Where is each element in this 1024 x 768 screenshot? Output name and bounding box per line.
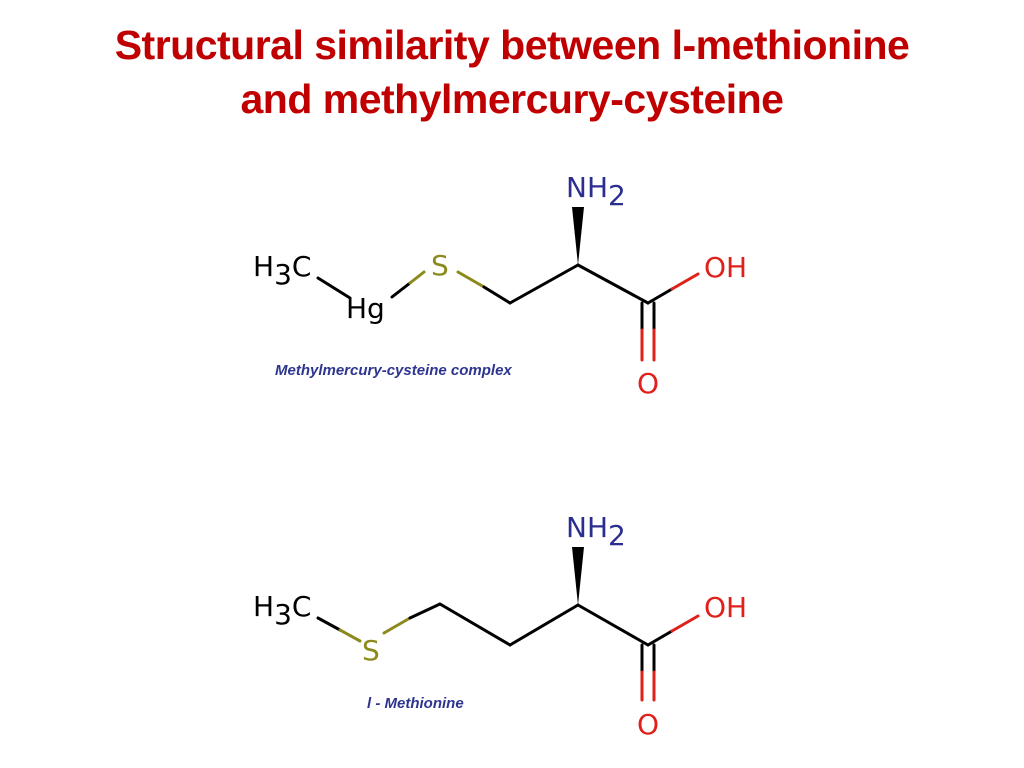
bond-carboxyl-hydroxyl xyxy=(646,629,674,647)
bond-carboxyl-hydroxyl xyxy=(646,287,674,305)
molecule-caption: l - Methionine xyxy=(367,695,464,712)
slide-title: Structural similarity between l-methioni… xyxy=(0,18,1024,126)
carbonyl-oxygen-label: O xyxy=(637,708,659,741)
methyl-group-label: H3C xyxy=(253,250,311,291)
hydroxyl-group-label: OH xyxy=(704,591,747,624)
methylmercury-cysteine-structure: H3C Hg S NH2 OH O Methylmercury-cysteine… xyxy=(253,171,747,400)
bond-methyl-mercury xyxy=(316,276,352,300)
bond-carboxyl-hydroxyl-o xyxy=(670,272,700,291)
methyl-group-label: H3C xyxy=(253,590,311,631)
bond-alpha-carbon-carboxyl xyxy=(576,603,650,647)
molecule-caption: Methylmercury-cysteine complex xyxy=(275,362,512,379)
sulfur-atom-label: S xyxy=(431,249,449,282)
bond-methyl-sulfur-s xyxy=(338,628,362,643)
bond-sulfur-ch2-s xyxy=(382,616,412,635)
bond-alpha-carbon-carboxyl xyxy=(576,263,650,305)
bond-sulfur-ch2 xyxy=(482,285,512,305)
amine-group-label: NH2 xyxy=(566,511,626,552)
wedge-bond-amine xyxy=(572,547,584,605)
wedge-bond-amine xyxy=(572,207,584,265)
sulfur-atom-label: S xyxy=(362,634,380,667)
bond-ch2-alpha-carbon xyxy=(508,263,580,305)
slide-title-line-1: Structural similarity between l-methioni… xyxy=(114,22,910,68)
l-methionine-structure: H3C S NH2 OH O l - Methionine xyxy=(253,511,747,741)
bond-mercury-sulfur-s xyxy=(408,270,426,285)
hydroxyl-group-label: OH xyxy=(704,251,747,284)
bond-mercury-sulfur xyxy=(390,281,412,299)
amine-group-label: NH2 xyxy=(566,171,626,212)
carbonyl-oxygen-label: O xyxy=(637,367,659,400)
bond-carboxyl-hydroxyl-o xyxy=(670,614,700,633)
bond-sulfur-ch2 xyxy=(408,602,442,620)
mercury-atom-label: Hg xyxy=(346,292,385,325)
bond-sulfur-ch2-s xyxy=(456,270,486,289)
slide-title-line-2: and methylmercury-cysteine xyxy=(240,76,784,122)
bond-ch2-alpha-carbon xyxy=(508,603,580,647)
bond-methyl-sulfur xyxy=(316,616,342,632)
bond-ch2-ch2 xyxy=(438,602,512,647)
